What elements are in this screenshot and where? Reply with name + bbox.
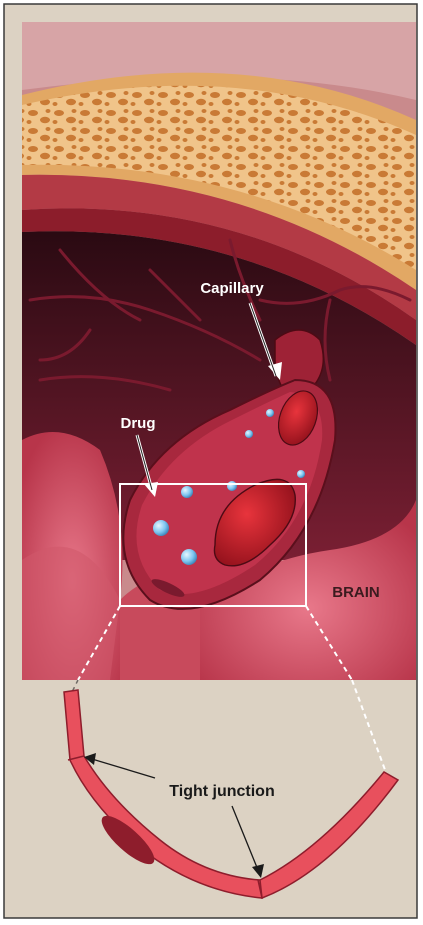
drug-particle-icon <box>297 470 305 478</box>
tight-junction-label: Tight junction <box>169 783 274 800</box>
drug-particle-icon <box>181 486 193 498</box>
brain-label: BRAIN <box>332 584 380 601</box>
drug-particle-icon <box>153 520 169 536</box>
drug-particle-icon <box>181 549 197 565</box>
drug-particle-icon <box>227 481 237 491</box>
drug-particle-icon <box>266 409 274 417</box>
drug-particle-icon <box>245 430 253 438</box>
capillary-label: Capillary <box>200 280 264 297</box>
illustration-panel: Capillary Drug BRAIN <box>22 22 416 680</box>
drug-label: Drug <box>121 415 156 432</box>
